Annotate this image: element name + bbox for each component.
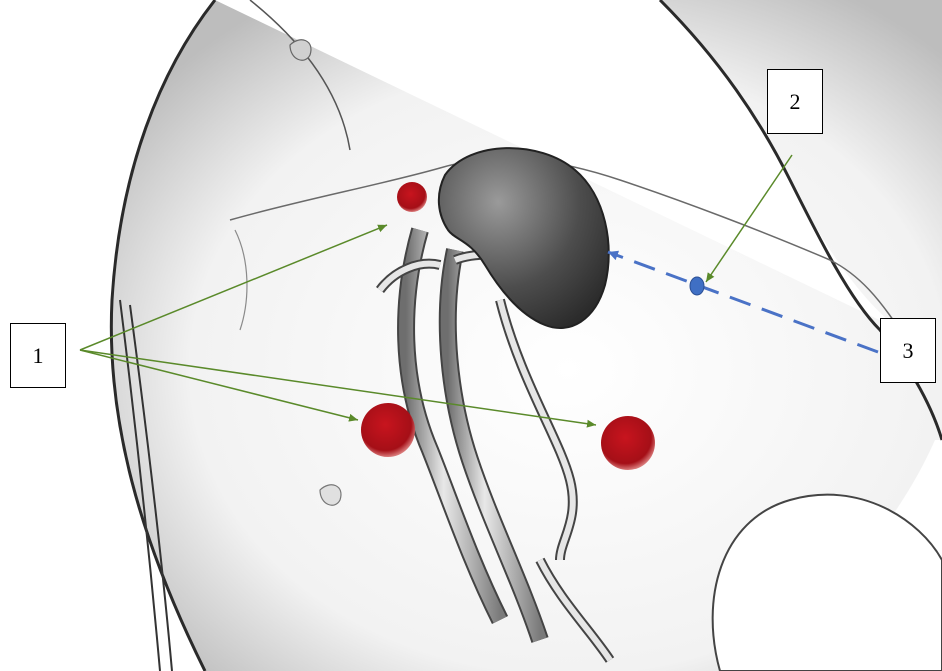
- callout-label-1: 1: [33, 343, 44, 369]
- callout-label-2: 2: [790, 89, 801, 115]
- red-dot-icon: [397, 182, 427, 212]
- callout-box-2: 2: [767, 69, 823, 134]
- blue-dot-icon: [690, 277, 704, 295]
- callout-label-3: 3: [903, 338, 914, 364]
- callout-box-3: 3: [880, 318, 936, 383]
- red-dot-icon: [361, 403, 415, 457]
- red-dot-icon: [601, 416, 655, 470]
- callout-box-1: 1: [10, 323, 66, 388]
